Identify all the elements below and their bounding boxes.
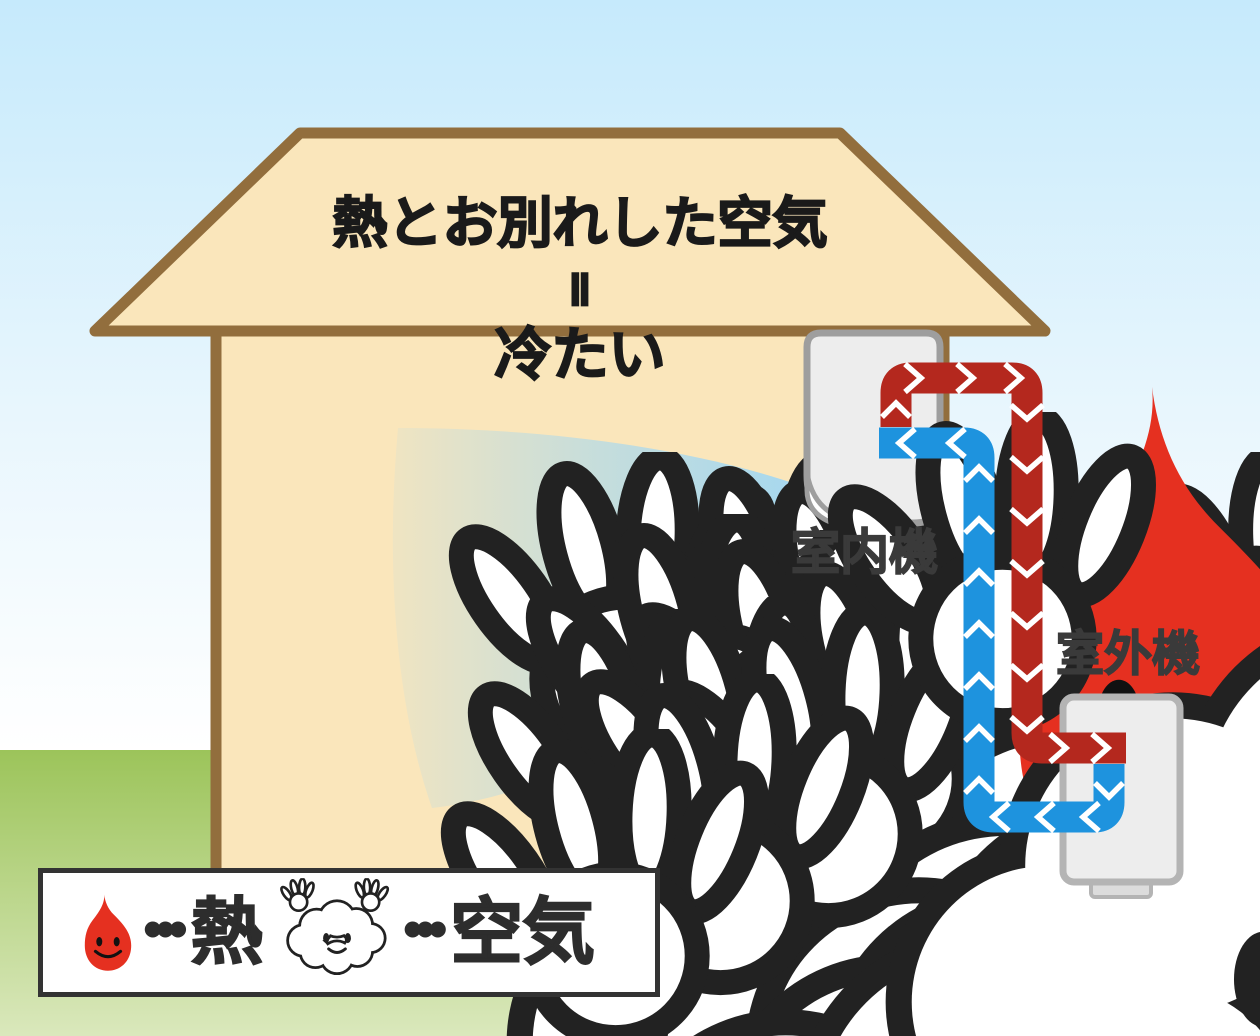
chevron-down-icon <box>1009 558 1045 579</box>
indoor-unit-label: 室内機 <box>790 526 939 580</box>
chevron-left-icon <box>1078 800 1101 834</box>
chevron-down-icon <box>1009 454 1045 475</box>
chevron-left-icon <box>944 426 967 460</box>
title-block: 熱とお別れした空気 ‖ 冷たい <box>280 192 880 387</box>
equals-sign: ‖ <box>568 266 592 315</box>
chevron-down-icon <box>1093 781 1125 801</box>
hot-pipe <box>880 362 1126 764</box>
chevron-right-icon <box>1048 731 1071 765</box>
chevron-up-icon <box>963 463 995 483</box>
cold-pipe <box>879 427 1125 833</box>
chevron-left-icon <box>988 800 1011 834</box>
chevron-down-icon <box>1009 506 1045 527</box>
chevron-up-icon <box>963 775 995 795</box>
legend-dots: ••• <box>143 896 188 960</box>
house-roof <box>89 127 1051 337</box>
chevron-down-icon <box>1009 662 1045 683</box>
chevron-down-icon <box>1009 714 1045 735</box>
outdoor-unit-label: 室外機 <box>1055 628 1201 681</box>
hot-flow-chevrons <box>880 361 1113 765</box>
legend: ••• 熱 ••• 空気 <box>38 868 660 997</box>
heat-droplet-icon <box>79 891 137 975</box>
chevron-up-icon <box>963 671 995 691</box>
chevron-right-icon <box>955 361 978 395</box>
chevron-up-icon <box>880 399 912 419</box>
chevron-up-icon <box>963 567 995 587</box>
chevron-left-icon <box>894 426 917 460</box>
air-cloud-icon <box>277 878 397 979</box>
chevron-up-icon <box>963 723 995 743</box>
chevron-right-icon <box>903 361 926 395</box>
legend-heat-label: 熱 <box>190 892 264 973</box>
chevron-right-icon <box>1003 361 1026 395</box>
chevron-right-icon <box>1090 731 1113 765</box>
chevron-up-icon <box>963 515 995 535</box>
chevron-down-icon <box>1009 402 1045 423</box>
legend-dots: ••• <box>402 896 448 960</box>
chevron-left-icon <box>1033 800 1056 834</box>
title-line-2: 冷たい <box>494 323 667 387</box>
chevron-down-icon <box>1009 610 1045 631</box>
title-line-1: 熱とお別れした空気 <box>331 192 828 254</box>
cold-flow-chevrons <box>894 426 1125 834</box>
chevron-up-icon <box>963 619 995 639</box>
legend-air-label: 空気 <box>450 892 596 973</box>
